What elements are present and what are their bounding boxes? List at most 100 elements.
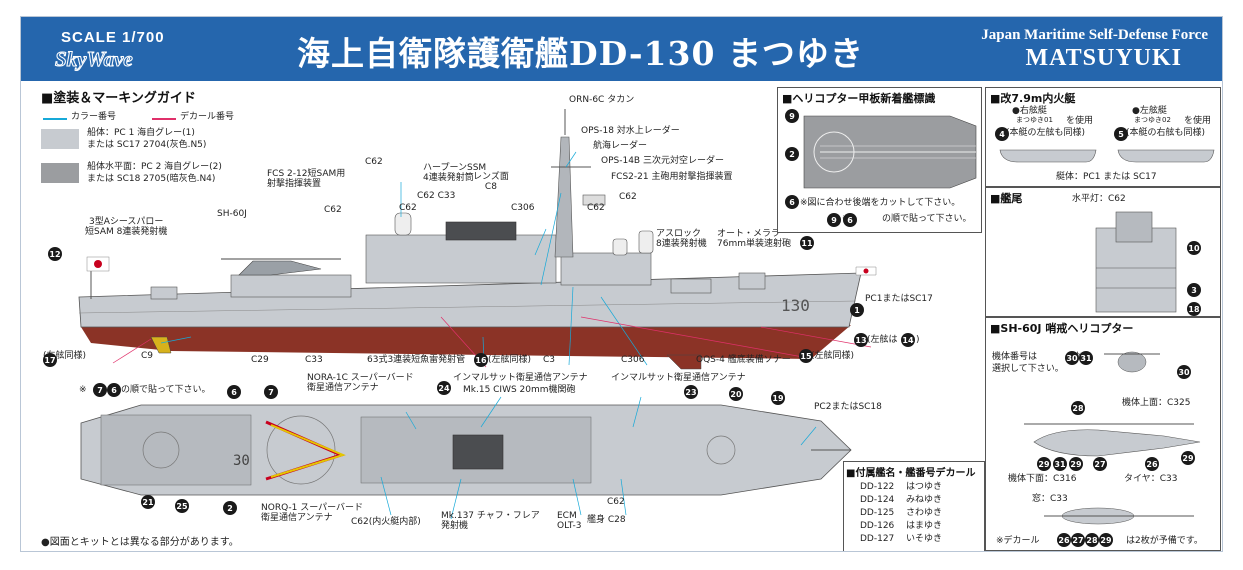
label-port-same-16: (左舷同様) bbox=[488, 355, 532, 365]
marker-30: 30 bbox=[1177, 365, 1191, 379]
marker-10: 10 bbox=[1187, 241, 1201, 255]
heli-deck-drawing bbox=[803, 115, 977, 189]
boat-left-same: (本艇の右舷も同様) bbox=[1126, 128, 1206, 138]
marker-5: 5 bbox=[1114, 127, 1128, 141]
ship-no-3: DD-125 bbox=[860, 508, 895, 518]
hull-number: 130 bbox=[781, 296, 810, 315]
order-note: ※ bbox=[79, 385, 87, 395]
label-chaff: Mk.137 チャフ・フレア 発射機 bbox=[441, 511, 540, 532]
heli-lower-color: 機体下面：C316 bbox=[1008, 474, 1077, 484]
marker-13: 13 bbox=[854, 333, 868, 347]
ship-name-4: はまゆき bbox=[906, 521, 943, 531]
marker-6-deck: 6 bbox=[785, 195, 799, 209]
boat-drawing bbox=[999, 149, 1215, 163]
marker-9-note: 9 bbox=[827, 213, 841, 227]
marker-29-note: 29 bbox=[1099, 533, 1113, 547]
marker-15: 15 bbox=[799, 349, 813, 363]
label-c29: C29 bbox=[251, 355, 269, 365]
marker-6-deck-note: 6 bbox=[843, 213, 857, 227]
stern-level-light: 水平灯：C62 bbox=[1072, 194, 1126, 204]
label-c33: C33 bbox=[305, 355, 323, 365]
boat-heading: ■改7.9m内火艇 bbox=[990, 92, 1076, 105]
title-banner: SCALE 1/700 SkyWave 海上自衛隊護衛艦DD-130 まつゆき … bbox=[21, 17, 1222, 81]
marker-29-b: 29 bbox=[1069, 457, 1083, 471]
marker-27: 27 bbox=[1093, 457, 1107, 471]
color-swatch-deck bbox=[41, 163, 79, 183]
marker-6-note: 6 bbox=[107, 383, 121, 397]
instruction-sheet: SCALE 1/700 SkyWave 海上自衛隊護衛艦DD-130 まつゆき … bbox=[20, 16, 1223, 552]
label-c62-top: C62 bbox=[607, 497, 625, 507]
ship-top-view: 30 bbox=[80, 396, 852, 520]
order-note-b: の順で貼って下さい。 bbox=[121, 385, 211, 395]
label-c62-d: C62 bbox=[587, 203, 605, 213]
label-ops14b: OPS-14B 三次元対空レーダー bbox=[601, 156, 724, 166]
ship-name-5: いそゆき bbox=[906, 534, 943, 544]
marker-4: 4 bbox=[995, 127, 1009, 141]
marker-26-note: 26 bbox=[1057, 533, 1071, 547]
marker-16: 16 bbox=[474, 353, 488, 367]
marker-23: 23 bbox=[684, 385, 698, 399]
color-deck-line2: または SC18 2705(暗灰色.N4) bbox=[87, 174, 216, 184]
ship-no-1: DD-122 bbox=[860, 482, 895, 492]
label-nora1c: NORA-1C スーパーバード 衛星通信アンテナ bbox=[307, 373, 414, 394]
ship-name-3: さわゆき bbox=[906, 508, 943, 518]
boat-right-use: を使用 bbox=[1066, 116, 1094, 126]
color-hull-line1: 船体：PC 1 海自グレー(1) bbox=[87, 128, 195, 138]
heli-window-color: 窓：C33 bbox=[1032, 494, 1068, 504]
heli-upper-color: 機体上面：C325 bbox=[1122, 398, 1191, 408]
label-bow-c28: 艦身 C28 bbox=[587, 515, 626, 525]
marker-25: 25 bbox=[175, 499, 189, 513]
ship-names-heading: ■付属艦名・艦番号デカール bbox=[846, 468, 976, 479]
heli-deck-panel: ■ヘリコプター甲板新着艦標識 ※図に合わせ後端をカットして下さい。 ※ の順で貼… bbox=[777, 87, 982, 233]
stern-heading: ■艦尾 bbox=[990, 192, 1023, 205]
boat-left-decal: まつゆき02 bbox=[1134, 116, 1171, 124]
color-legend-label: カラー番号 bbox=[71, 112, 117, 122]
color-hull-line2: または SC17 2704(灰色.N5) bbox=[87, 140, 207, 150]
label-c62-e: C62 bbox=[619, 192, 637, 202]
marker-28-note: 28 bbox=[1085, 533, 1099, 547]
ship-names-panel: ■付属艦名・艦番号デカール DD-122 はつゆき DD-124 みねゆき DD… bbox=[843, 461, 985, 551]
marker-9: 9 bbox=[785, 109, 799, 123]
marker-2: 2 bbox=[223, 501, 237, 515]
decal-legend-label: デカール番号 bbox=[180, 112, 235, 122]
label-c306-a: C306 bbox=[511, 203, 535, 213]
color-swatch-hull bbox=[41, 129, 79, 149]
marker-29-c: 29 bbox=[1181, 451, 1195, 465]
label-pc2-sc18: PC2またはSC18 bbox=[814, 402, 882, 412]
marker-1: 1 bbox=[850, 303, 864, 317]
marker-29-a: 29 bbox=[1037, 457, 1051, 471]
marker-14: 14 bbox=[901, 333, 915, 347]
marker-3: 3 bbox=[1187, 283, 1201, 297]
ship-name-2: みねゆき bbox=[906, 495, 943, 505]
boat-right-decal: まつゆき01 bbox=[1016, 116, 1053, 124]
label-asroc: アスロック 8連装発射機 bbox=[656, 229, 707, 250]
marker-18: 18 bbox=[1187, 302, 1201, 316]
label-c62-b: C62 bbox=[324, 205, 342, 215]
ship-name-1: はつゆき bbox=[906, 482, 943, 492]
color-legend-line bbox=[43, 118, 67, 120]
label-port-same-17: (左舷同様) bbox=[43, 351, 87, 361]
marker-31-serial: 31 bbox=[1079, 351, 1093, 365]
label-harpoon: ハープーンSSM 4連装発射筒 bbox=[423, 163, 487, 184]
scale-label: SCALE 1/700 bbox=[61, 29, 165, 46]
heli-deck-note-cut: ※図に合わせ後端をカットして下さい。 bbox=[800, 198, 961, 208]
heli-tire-color: タイヤ：C33 bbox=[1124, 474, 1178, 484]
label-fcs221: FCS2-21 主砲用射撃指揮装置 bbox=[611, 172, 733, 182]
label-ciws: Mk.15 CIWS 20mm機関砲 bbox=[463, 385, 576, 395]
marker-19: 19 bbox=[771, 391, 785, 405]
label-c62-a: C62 bbox=[365, 157, 383, 167]
heli-serial-label: 機体番号は bbox=[992, 352, 1038, 362]
page-title: 海上自衛隊護衛艦DD-130 まつゆき bbox=[297, 34, 864, 73]
stern-panel: ■艦尾 水平灯：C62 bbox=[985, 187, 1221, 317]
marker-2-deck: 2 bbox=[785, 147, 799, 161]
label-port-same-15: (左舷同様) bbox=[811, 351, 855, 361]
label-torpedo: 63式3連装短魚雷発射管 bbox=[367, 355, 466, 365]
ship-no-2: DD-124 bbox=[860, 495, 895, 505]
stern-drawing bbox=[1095, 211, 1177, 313]
heli-decal-note: ※デカール bbox=[996, 536, 1040, 546]
label-oto-melara: オート・メララ 76mm単装速射砲 bbox=[717, 229, 791, 250]
color-deck-line1: 船体水平面：PC 2 海自グレー(2) bbox=[87, 162, 222, 172]
marker-26: 26 bbox=[1145, 457, 1159, 471]
heli-serial-select: 選択して下さい。 bbox=[992, 364, 1064, 374]
label-ecm: ECM OLT-3 bbox=[557, 511, 582, 532]
